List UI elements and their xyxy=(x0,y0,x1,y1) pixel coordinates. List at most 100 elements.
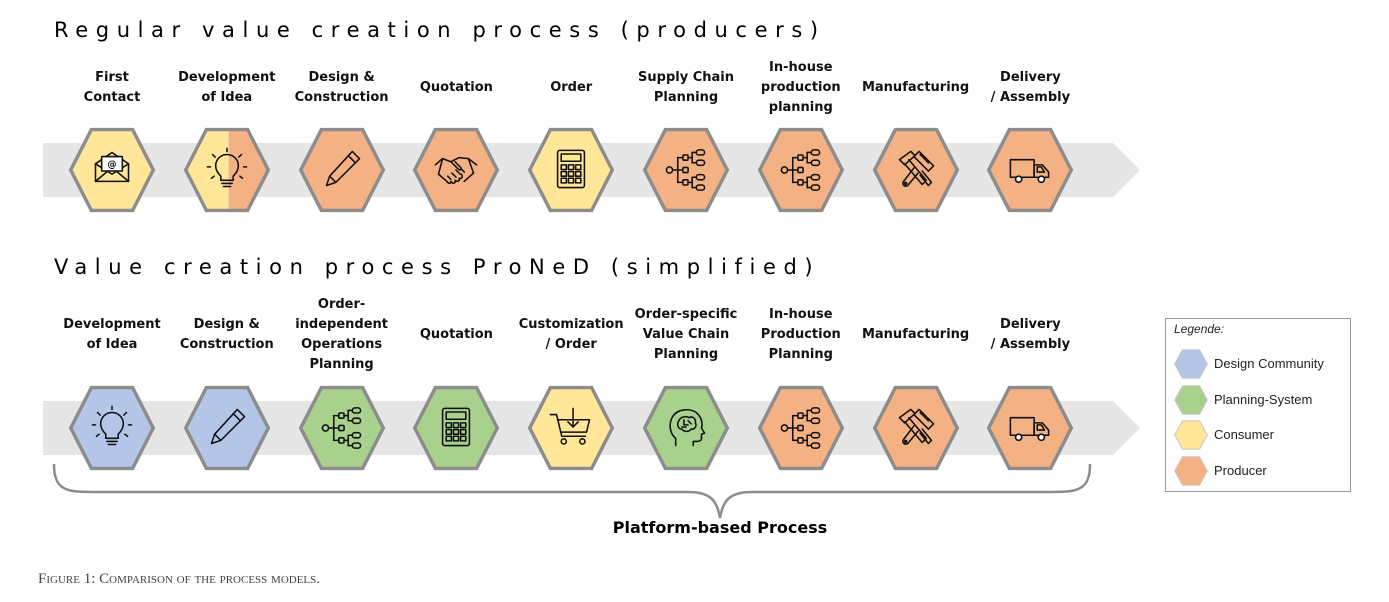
svg-text:@: @ xyxy=(107,159,116,170)
legend-item-producer: Producer xyxy=(1174,455,1350,486)
step-hexagon xyxy=(642,385,730,471)
step-label-line: Design & xyxy=(308,70,375,85)
process-tree-icon xyxy=(321,407,361,449)
step-label-line: First xyxy=(95,70,129,85)
pencil-icon xyxy=(210,408,246,445)
step-label-line: Operations xyxy=(301,337,383,352)
legend-item-planning-system: Planning-System xyxy=(1174,384,1350,415)
truck-icon xyxy=(1010,416,1050,442)
step-hexagon xyxy=(872,385,959,471)
legend-swatch-hexagon xyxy=(1174,455,1208,486)
step-label-line: Planning xyxy=(653,90,719,105)
step-label-line: Customization xyxy=(518,317,624,332)
step-hexagon xyxy=(183,127,271,213)
step-hexagon xyxy=(183,385,271,471)
envelope-at-icon: @ xyxy=(94,151,130,183)
step-label-line: / Order xyxy=(545,337,597,352)
step-label: Development of Idea xyxy=(172,68,282,108)
calculator-icon xyxy=(556,149,586,189)
step-label-line: planning xyxy=(768,100,833,115)
step-label: Manufacturing xyxy=(861,325,971,345)
step-label: Design & Construction xyxy=(172,315,282,355)
legend-item-design-community: Design Community xyxy=(1174,349,1350,379)
step-hexagon xyxy=(413,385,500,471)
step-hexagon xyxy=(527,385,615,471)
step-label-line: Development xyxy=(63,317,161,332)
top-section-title: Regular value creation process (producer… xyxy=(54,18,826,42)
step-label: Design & Construction xyxy=(287,68,397,108)
step-label: Manufacturing xyxy=(861,78,971,98)
step-hexagon xyxy=(413,127,500,213)
step-label-line: Order-specific xyxy=(634,307,738,322)
step-label-line: Planning xyxy=(309,357,374,372)
step-label-line: Delivery xyxy=(1000,317,1061,332)
step-label-line: Order- xyxy=(317,297,366,312)
step-label-line: Planning xyxy=(768,347,833,362)
handshake-icon xyxy=(434,156,478,185)
legend-swatch-hexagon xyxy=(1174,349,1208,379)
step-label-line: Design & xyxy=(193,317,260,332)
step-label: In-house production planning xyxy=(746,58,856,118)
step-label: Quotation xyxy=(401,325,511,345)
step-label-line: Production xyxy=(760,327,841,342)
step-hexagon xyxy=(642,127,730,213)
legend-label: Producer xyxy=(1214,462,1267,478)
step-hexagon: @ xyxy=(68,127,156,213)
step-label-line: Quotation xyxy=(419,80,493,95)
step-label: Order xyxy=(516,78,626,98)
step-hexagon xyxy=(987,127,1074,213)
step-hexagon xyxy=(68,385,156,471)
legend-title: Legende: xyxy=(1174,322,1225,336)
step-label-line: independent xyxy=(295,317,388,332)
step-label-line: In-house xyxy=(769,307,833,322)
process-tree-icon xyxy=(780,149,821,191)
step-label-line: Order xyxy=(550,80,593,95)
step-label-line: Manufacturing xyxy=(861,327,970,342)
step-label-line: / Assembly xyxy=(990,90,1071,105)
step-label-line: production xyxy=(760,80,841,95)
step-label-line: Construction xyxy=(294,90,389,105)
step-label-line: Supply Chain xyxy=(638,70,734,85)
process-tree-icon xyxy=(780,407,821,449)
step-label-line: of Idea xyxy=(201,90,253,105)
step-hexagon xyxy=(527,127,615,213)
step-label: Development of Idea xyxy=(57,315,167,355)
shopping-cart-icon xyxy=(549,407,591,445)
platform-label: Platform-based Process xyxy=(612,518,828,537)
tools-icon xyxy=(898,150,934,187)
step-label-line: Manufacturing xyxy=(861,80,970,95)
step-label: Customization / Order xyxy=(516,315,626,355)
legend-label: Planning-System xyxy=(1214,391,1313,407)
brain-head-icon xyxy=(669,409,706,447)
tools-icon xyxy=(898,408,934,445)
lightbulb-icon xyxy=(91,405,133,446)
step-hexagon xyxy=(987,385,1074,471)
step-label-line: Construction xyxy=(179,337,274,352)
step-label-line: Planning xyxy=(653,347,719,362)
legend-swatch-hexagon xyxy=(1174,420,1208,450)
step-label-line: Quotation xyxy=(419,327,493,342)
step-label-line: of Idea xyxy=(86,337,138,352)
lightbulb-icon xyxy=(206,147,248,188)
step-label-line: / Assembly xyxy=(990,337,1071,352)
figure-caption: Figure 1: Comparison of the process mode… xyxy=(38,571,321,587)
legend-label: Consumer xyxy=(1214,427,1274,442)
legend-label: Design Community xyxy=(1214,356,1324,371)
step-hexagon xyxy=(757,385,845,471)
step-hexagon xyxy=(872,127,959,213)
step-label: Delivery/ Assembly xyxy=(975,68,1085,108)
step-label: Quotation xyxy=(401,78,511,98)
step-label-line: Development xyxy=(178,70,276,85)
calculator-icon xyxy=(442,407,471,447)
step-label-line: In-house xyxy=(769,60,833,75)
platform-brace xyxy=(52,463,1092,519)
bottom-section-title: Value creation process ProNeD (simplifie… xyxy=(54,255,821,279)
step-label-line: Contact xyxy=(83,90,141,105)
step-hexagon xyxy=(298,385,385,471)
